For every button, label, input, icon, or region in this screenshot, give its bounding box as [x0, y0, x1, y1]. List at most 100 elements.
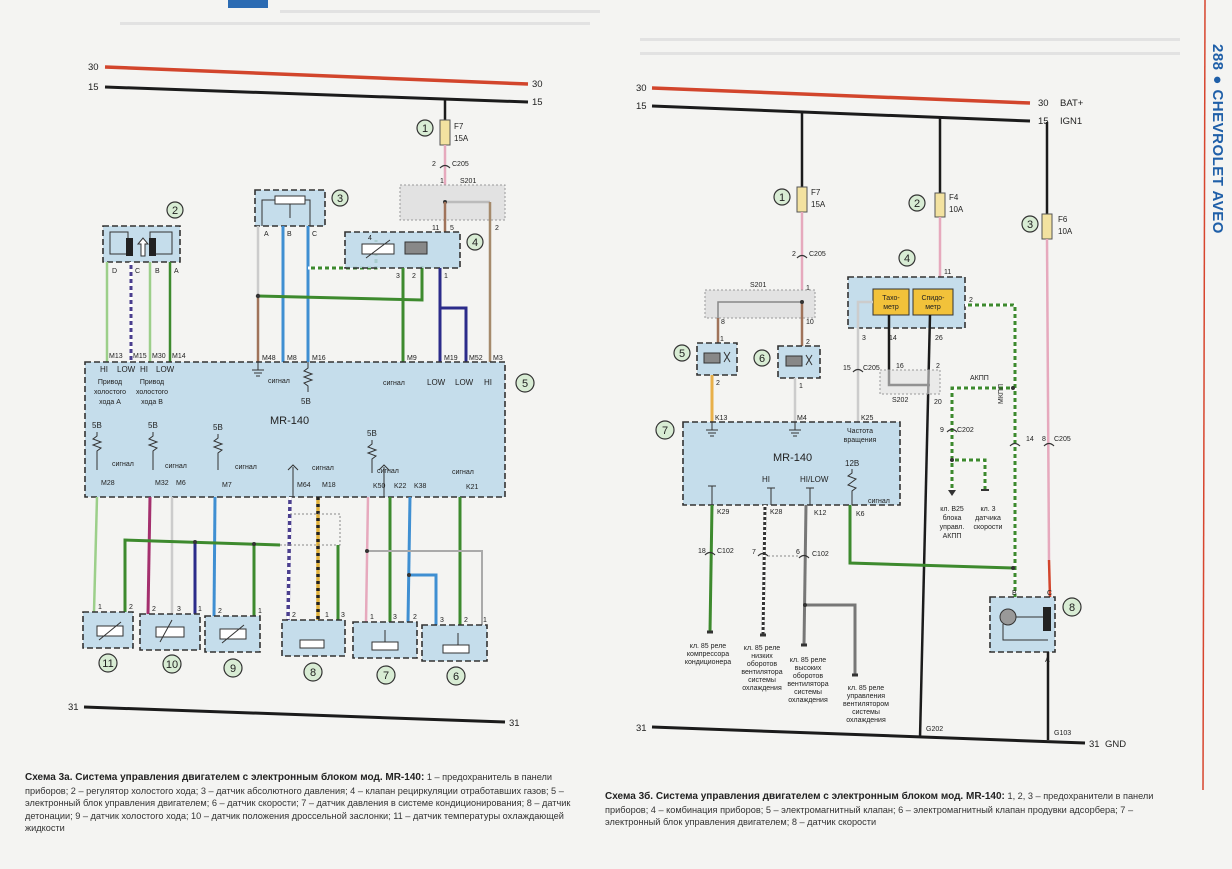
signal-label: сигнал	[112, 461, 134, 468]
fuse-name: F6	[1058, 215, 1068, 224]
callout-1	[416, 119, 434, 137]
pin-label: A	[174, 268, 179, 275]
bus-30-wire	[104, 65, 529, 86]
bus-31-label: 31	[1089, 739, 1100, 750]
wire-code: M7	[222, 482, 232, 489]
connector-name: C202	[957, 427, 974, 434]
ground-bus-31	[83, 705, 506, 724]
svg-text:6: 6	[453, 671, 459, 683]
wire-code: K28	[770, 509, 783, 516]
bleed-through-text	[640, 52, 1180, 55]
callout-number: 2	[914, 198, 920, 210]
wire-code: K21	[466, 484, 479, 491]
ground-icon	[252, 362, 264, 377]
splice-name: S202	[892, 397, 908, 404]
bus-30-label: 30	[1038, 98, 1049, 109]
wire-code: M4	[797, 415, 807, 422]
svg-text:2: 2	[464, 617, 468, 624]
callout-7	[655, 420, 675, 440]
pin-label: B	[155, 268, 160, 275]
wire-code: K13	[715, 415, 728, 422]
splice-pin: 20	[934, 399, 942, 406]
wire-code: M52	[469, 355, 483, 362]
bus-31-label: 31	[68, 702, 79, 713]
input-arrow-icon	[287, 464, 299, 497]
splice-pin: 2	[495, 225, 499, 232]
svg-text:5: 5	[679, 348, 685, 360]
wire-code: M28	[101, 480, 115, 487]
fuse-f4	[934, 192, 946, 218]
callout-number: 1	[779, 192, 785, 204]
resistor-icon	[846, 469, 858, 505]
connector-c205	[1009, 442, 1055, 447]
pin-label: 1	[444, 273, 448, 280]
hi-low-label: HI/LOW	[800, 475, 829, 484]
svg-text:5В: 5В	[367, 429, 377, 438]
svg-text:2: 2	[152, 606, 156, 613]
resistor-icon	[302, 362, 314, 392]
fuse-f7	[439, 119, 451, 146]
mkpp-label: МКПП	[998, 384, 1005, 404]
mode-label: HI	[100, 365, 108, 374]
bus-31-label: 31	[636, 723, 647, 734]
running-header: 288 ● CHEVROLET AVEO	[1209, 44, 1226, 234]
wire-code: M8	[287, 355, 297, 362]
svg-text:8: 8	[310, 667, 316, 679]
connector-pin: 6	[796, 549, 800, 556]
splice-pin: 8	[721, 319, 725, 326]
callout-3	[1021, 215, 1039, 233]
wire-code: M14	[172, 353, 186, 360]
diagram-3a: 30 15 30 15 1 F7 15A 2 C205 S201 1 11 2 …	[68, 62, 543, 729]
caption-title: Схема 3б. Система управления двигателем …	[605, 791, 1005, 802]
wire-code: M13	[109, 353, 123, 360]
ecu-name: MR-140	[270, 415, 309, 427]
connector-pin: 14	[1026, 436, 1034, 443]
ecu-name: MR-140	[773, 452, 812, 464]
voltage-label: 12В	[845, 459, 859, 468]
bus-15-label: 15	[88, 82, 99, 93]
wire-code: M16	[312, 355, 326, 362]
bus-30-label: 30	[636, 83, 647, 94]
connector-pin: 8	[1042, 436, 1046, 443]
splice-pin: 2	[936, 363, 940, 370]
bleed-through-text	[640, 38, 1180, 41]
mode-label: LOW	[455, 378, 474, 387]
fuse-name: F7	[454, 122, 464, 131]
wire-code: K22	[394, 483, 407, 490]
callout-number: 7	[662, 425, 668, 437]
svg-text:4: 4	[904, 253, 910, 265]
svg-text:14: 14	[889, 335, 897, 342]
arrow-up-icon	[136, 237, 150, 257]
pin-label: D	[112, 268, 117, 275]
mode-label: LOW	[117, 365, 136, 374]
pin-label: 3	[396, 273, 400, 280]
callout-number: 5	[522, 378, 528, 390]
connector-c102	[704, 551, 810, 559]
page-edge-line	[1202, 0, 1206, 791]
ground-bus-31	[651, 725, 1086, 745]
connector-name: C205	[863, 365, 880, 372]
wire-code: M32	[155, 480, 169, 487]
wire-code: M19	[444, 355, 458, 362]
ground-point-label: G103	[1054, 730, 1071, 737]
svg-text:C: C	[1047, 590, 1052, 597]
ecu-mr140	[682, 421, 901, 506]
bullet-icon: ●	[1209, 75, 1226, 85]
input-arrow-icon	[378, 464, 390, 497]
splice-name: S201	[460, 178, 476, 185]
fuse-f6	[1041, 213, 1053, 240]
bus-30-wire	[651, 86, 1031, 105]
connector-pin: 9	[940, 427, 944, 434]
voltage-label: 5В	[301, 397, 311, 406]
brand-title: CHEVROLET AVEO	[1209, 89, 1226, 234]
ecu-bottom-wire-codes: M28 M32 M6 M7 M64 M18 K50 K22 K38 K21	[101, 480, 479, 491]
wire-code: K12	[814, 510, 827, 517]
ign-label: IGN1	[1060, 116, 1082, 127]
svg-text:2: 2	[413, 614, 417, 621]
